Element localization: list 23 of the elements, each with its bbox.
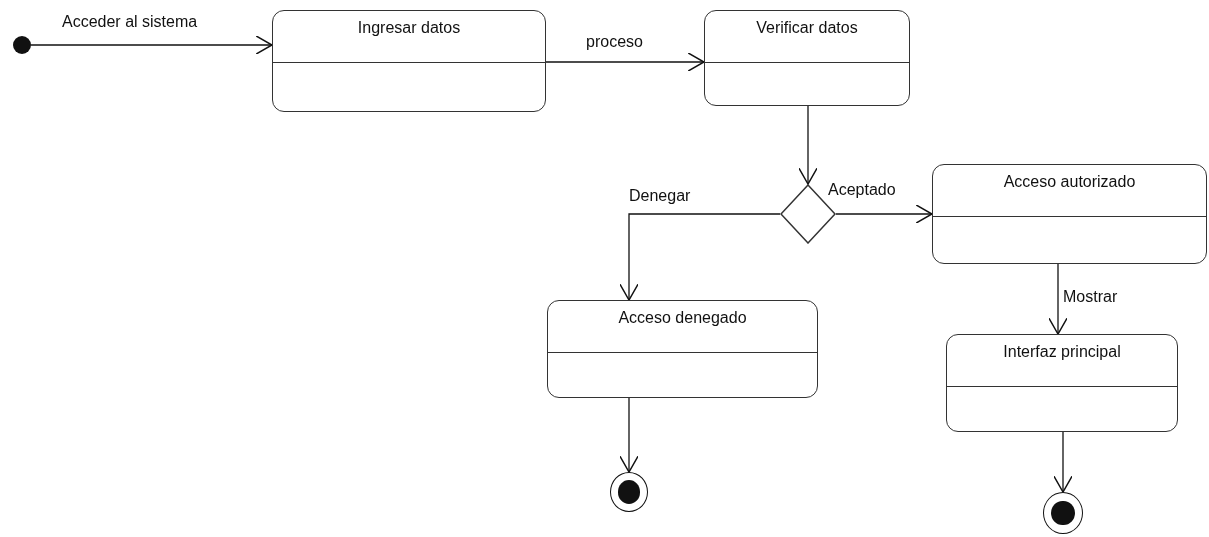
transition-arrow — [798, 105, 818, 185]
state-box — [272, 10, 546, 112]
state-name: Verificar datos — [705, 11, 909, 63]
transition-arrow — [1053, 431, 1073, 493]
transition-arrow — [1048, 263, 1068, 335]
state-box — [932, 164, 1207, 264]
state-box — [946, 334, 1178, 432]
state-box — [704, 10, 910, 106]
state-name: Ingresar datos — [273, 11, 545, 63]
edge-label: Aceptado — [826, 180, 898, 199]
transition-arrow — [835, 204, 933, 224]
transition-arrow — [619, 397, 639, 473]
final-state-circle — [1043, 492, 1083, 534]
state-name: Acceso autorizado — [933, 165, 1206, 217]
initial-state-dot — [13, 36, 31, 54]
transition-arrow — [619, 213, 781, 301]
state-name: Interfaz principal — [947, 335, 1177, 387]
transition-arrow — [545, 52, 705, 72]
state-box — [547, 300, 818, 398]
transition-arrow — [30, 35, 273, 55]
final-state-circle — [610, 472, 648, 512]
state-name: Acceso denegado — [548, 301, 817, 353]
edge-label: Denegar — [627, 186, 693, 205]
